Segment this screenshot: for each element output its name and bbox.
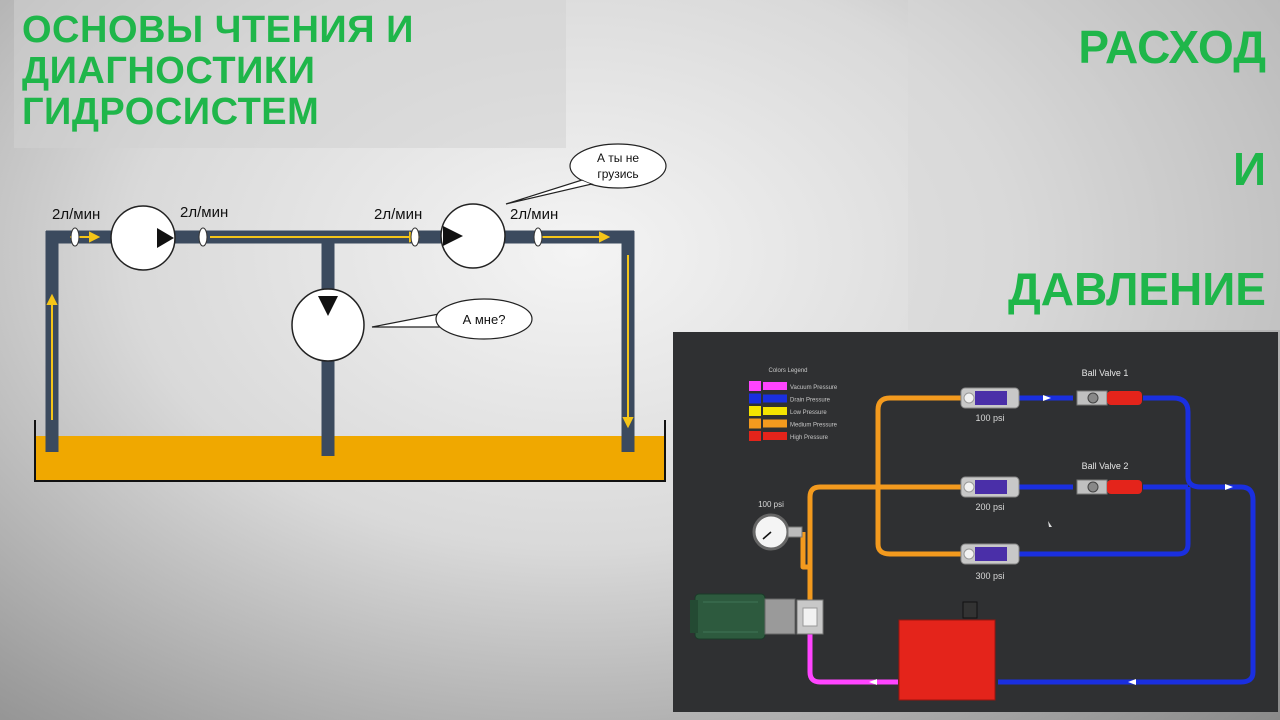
- tank-oil: [35, 436, 665, 481]
- pump-2-arrow: [443, 226, 463, 246]
- sim-pipes: [800, 395, 1256, 685]
- flow-arrows: [46, 231, 634, 429]
- main-title: ОСНОВЫ ЧТЕНИЯ И ДИАГНОСТИКИ ГИДРОСИСТЕМ: [22, 10, 542, 133]
- flow-label-3: 2л/мин: [374, 206, 422, 223]
- legend-label: Drain Pressure: [790, 398, 831, 404]
- flow-meter-2: [198, 227, 208, 247]
- pipe-drain-5: [1018, 487, 1191, 557]
- relief-label-1: 100 psi: [975, 413, 1004, 423]
- legend-swatch: [749, 418, 761, 429]
- tank: [34, 420, 666, 482]
- title-line-1: ОСНОВЫ ЧТЕНИЯ И: [22, 9, 414, 51]
- relief-valve-3: [960, 543, 1020, 565]
- pipe-medium-3: [875, 487, 963, 557]
- flow-arrow-right-head: [622, 417, 634, 429]
- legend-swatch: [749, 381, 761, 391]
- pipe-suction: [807, 632, 898, 685]
- relief-valve-2: [960, 476, 1020, 498]
- bubble-top-line-1: А ты не: [597, 151, 639, 165]
- sim-arrow-4: [869, 679, 877, 685]
- legend-swatch: [749, 393, 761, 404]
- flow-arrow-left-head: [46, 293, 58, 305]
- ball-valve-2[interactable]: [1076, 479, 1142, 495]
- speech-bubble-mid: А мне?: [371, 298, 533, 340]
- legend-label: Medium Pressure: [790, 423, 838, 429]
- hydraulic-pump: [796, 599, 824, 635]
- relief-label-2: 200 psi: [975, 502, 1004, 512]
- legend-bar: [763, 407, 787, 415]
- legend-bar: [763, 419, 787, 428]
- flow-arrow-end-head: [599, 231, 611, 243]
- flow-meter-1: [70, 227, 80, 247]
- flow-meters: [70, 227, 543, 247]
- ball-valve-1-label: Ball Valve 1: [1082, 368, 1129, 378]
- speech-bubble-top: А ты не грузись: [505, 143, 667, 205]
- legend-bar: [763, 432, 787, 440]
- flow-label-4: 2л/мин: [510, 206, 558, 223]
- legend-label: Low Pressure: [790, 410, 827, 416]
- legend-bar: [763, 394, 787, 403]
- right-word-pressure: ДАВЛЕНИЕ: [1008, 263, 1266, 315]
- reservoir: [898, 601, 996, 701]
- legend-label: High Pressure: [790, 435, 829, 441]
- pump-1-arrow: [157, 228, 174, 248]
- flow-label-2: 2л/мин: [180, 204, 228, 221]
- title-panel: [14, 0, 566, 148]
- relief-valve-1: [960, 387, 1020, 409]
- flow-arrow-1-head: [89, 231, 101, 243]
- ball-valve-1[interactable]: [1076, 390, 1142, 406]
- cursor-icon: [1048, 521, 1052, 527]
- legend-label: Vacuum Pressure: [790, 385, 838, 391]
- pipe-drain-2: [998, 395, 1256, 685]
- pump-3: [291, 288, 365, 362]
- pipe-gauge-branch: [800, 532, 810, 570]
- sim-arrow-3: [1128, 679, 1136, 685]
- legend-title: Colors Legend: [768, 368, 807, 374]
- gauge-label: 100 psi: [758, 500, 784, 509]
- right-panel: [908, 0, 1280, 330]
- pump-3-arrow: [318, 296, 338, 316]
- sim-arrow-1: [1043, 395, 1051, 401]
- sim-arrow-2: [1225, 484, 1233, 490]
- pressure-gauge: 100 psi: [752, 500, 803, 551]
- right-word-flow: РАСХОД: [1078, 21, 1266, 73]
- right-word-and: И: [1232, 143, 1266, 195]
- pipe-medium-1: [807, 395, 963, 617]
- legend-swatch: [749, 431, 761, 441]
- legend-bar: [763, 382, 787, 390]
- title-line-2: ДИАГНОСТИКИ: [22, 50, 316, 92]
- flow-meter-3: [410, 227, 420, 247]
- sim-flow-arrows: [869, 395, 1233, 685]
- gauge-needle: [762, 531, 772, 540]
- pump-1: [110, 205, 176, 271]
- ball-valve-2-label: Ball Valve 2: [1082, 461, 1129, 471]
- legend-swatch: [749, 406, 761, 416]
- tank-outline: [34, 420, 666, 482]
- bubble-top-line-2: грузись: [597, 167, 638, 181]
- electric-motor: [690, 593, 796, 640]
- flow-meter-4: [533, 227, 543, 247]
- pump-2: [440, 203, 506, 269]
- relief-label-3: 300 psi: [975, 571, 1004, 581]
- bubble-mid-text: А мне?: [463, 312, 506, 327]
- flow-label-1: 2л/мин: [52, 206, 100, 223]
- title-line-3: ГИДРОСИСТЕМ: [22, 91, 320, 133]
